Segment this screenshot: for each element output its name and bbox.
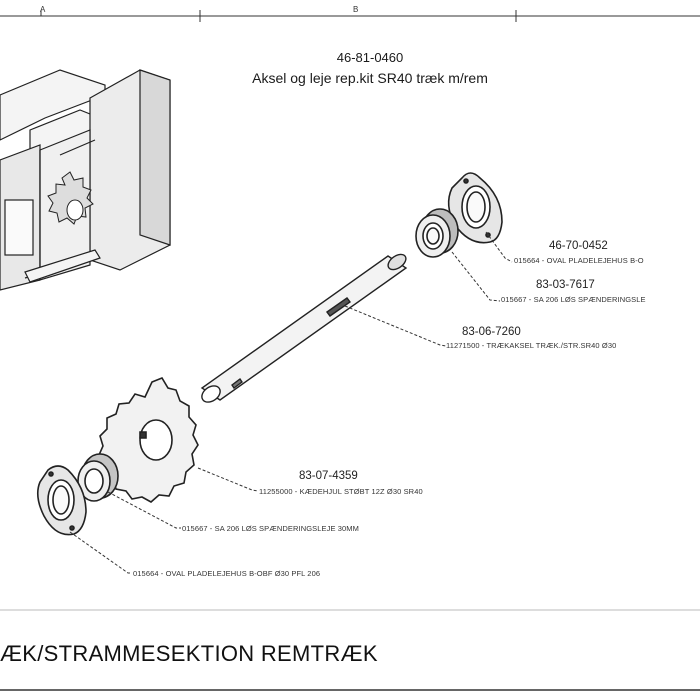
part-desc-bearing-top: 015667 - SA 206 LØS SPÆNDERINGSLE (501, 295, 646, 304)
part-desc-oval-housing-top: 015664 - OVAL PLADELEJEHUS B-O (514, 256, 644, 265)
machine-housing (0, 69, 171, 291)
drive-shaft (200, 253, 408, 403)
part-number-83-06-7260: 83-06-7260 (462, 326, 521, 338)
kit-code: 46-81-0460 (336, 50, 404, 65)
part-desc-shaft: 11271500 - TRÆKAKSEL TRÆK./STR.SR40 Ø30 (446, 341, 617, 350)
part-desc-oval-housing-bottom: 015664 - OVAL PLADELEJEHUS B-OBF Ø30 PFL… (133, 569, 321, 578)
part-number-83-07-4359: 83-07-4359 (299, 470, 358, 482)
part-number-83-03-7617: 83-03-7617 (536, 279, 595, 291)
kit-name: Aksel og leje rep.kit SR40 træk m/rem (252, 70, 488, 86)
callout-leaders (69, 231, 513, 574)
grid-column-b: B (353, 5, 359, 14)
bearing-top (415, 208, 459, 258)
housing-gear (47, 171, 94, 225)
sprocket-wheel (98, 377, 199, 503)
part-desc-bearing-bottom: 015667 - SA 206 LØS SPÆNDERINGSLEJE 30MM (182, 524, 359, 533)
drawing-frame (0, 10, 700, 691)
part-number-46-70-0452: 46-70-0452 (549, 240, 608, 252)
part-desc-sprocket: 11255000 - KÆDEHJUL STØBT 12Z Ø30 SR40 (259, 487, 423, 496)
oval-bearing-housing-bottom (36, 465, 87, 536)
grid-column-a: A (40, 5, 46, 14)
oval-bearing-housing-top (447, 172, 503, 244)
section-title: ÆK/STRAMMESEKTION REMTRÆK (0, 641, 378, 666)
bearing-bottom (77, 453, 119, 502)
